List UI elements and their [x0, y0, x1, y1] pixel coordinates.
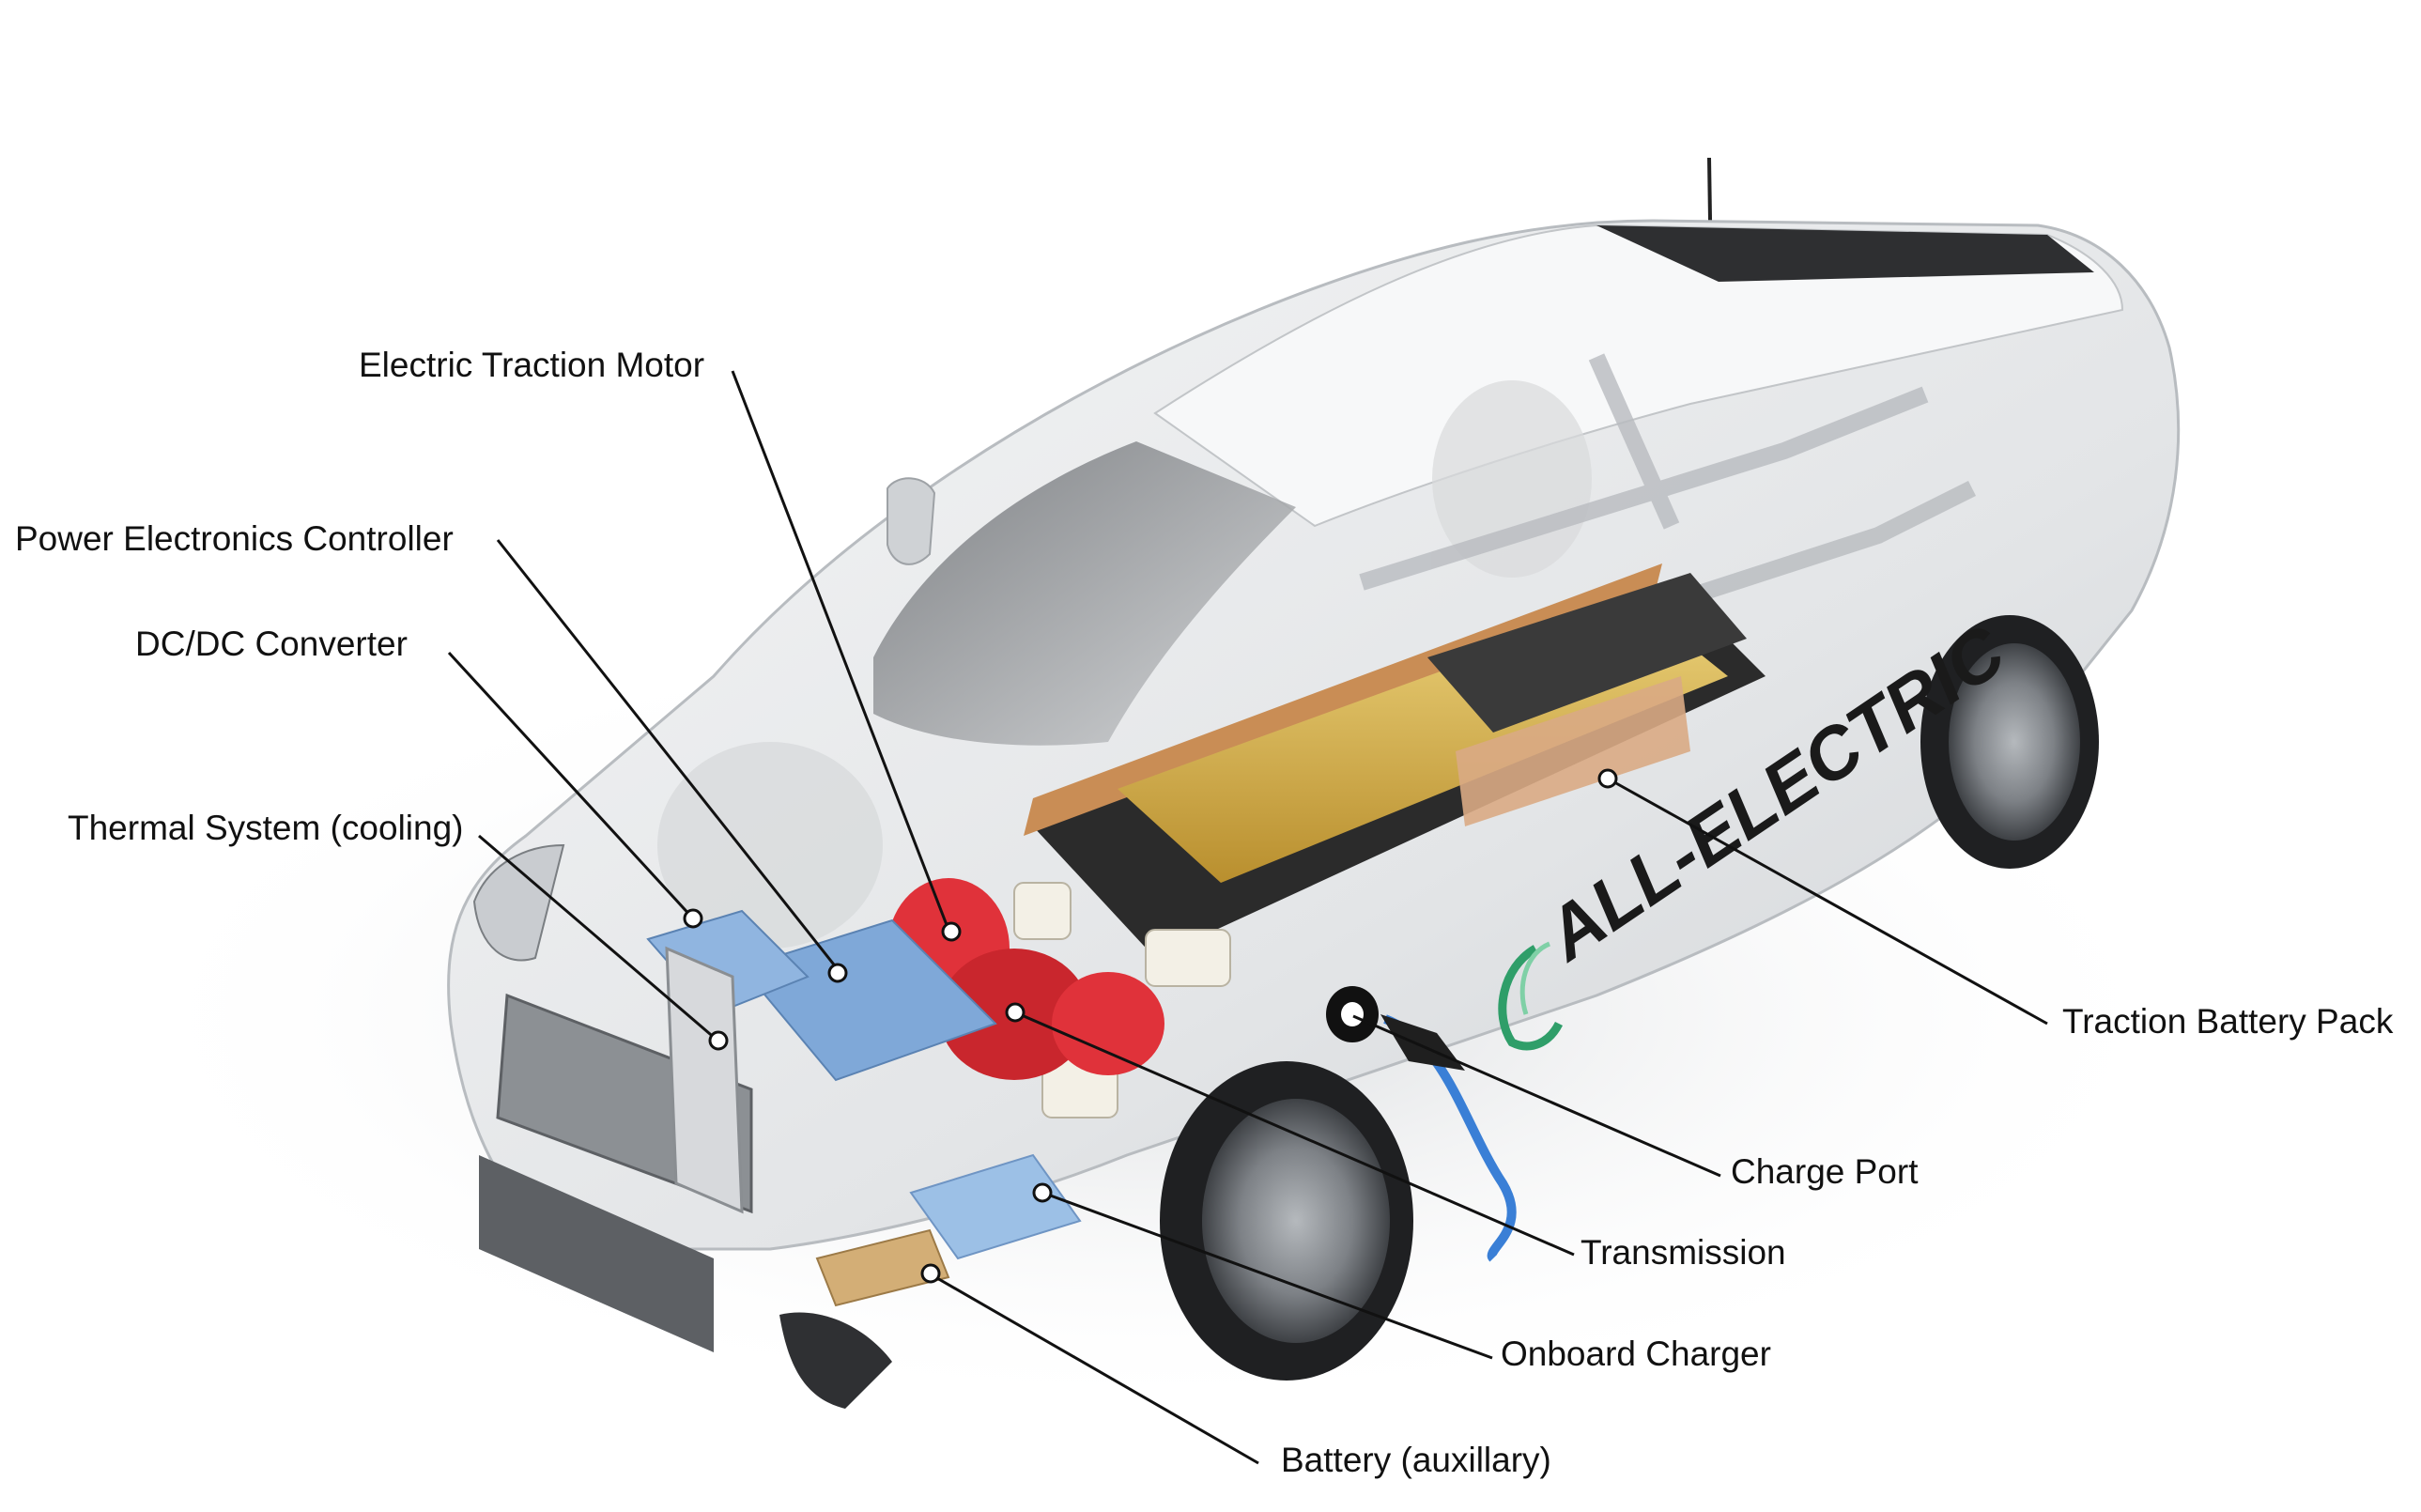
label-battery-auxillary: Battery (auxillary): [1281, 1441, 1551, 1479]
label-dcdc-converter: DC/DC Converter: [135, 625, 408, 663]
label-thermal-system: Thermal System (cooling): [68, 809, 464, 847]
onboard-charger: [909, 1153, 1082, 1260]
label-traction-battery-pack: Traction Battery Pack: [2062, 1002, 2394, 1041]
dot-aux-battery: [920, 1263, 941, 1284]
label-transmission: Transmission: [1581, 1233, 1786, 1272]
aux-battery: [815, 1228, 950, 1307]
leader-thermal: [478, 834, 717, 1041]
leader-lines: [447, 370, 2048, 1465]
power-electronics-controller: [740, 918, 997, 1082]
windshield: [873, 441, 1296, 746]
headlight: [472, 843, 565, 962]
dot-onboard-charger: [1032, 1182, 1053, 1203]
label-electric-traction-motor: Electric Traction Motor: [359, 346, 705, 384]
side-mirror: [887, 477, 936, 565]
dot-dcdc: [683, 908, 703, 929]
dot-motor: [941, 921, 962, 942]
brand-logo: [1498, 941, 1564, 1051]
leader-motor: [731, 370, 950, 931]
roof-strip: [1596, 225, 2094, 282]
thermal-radiator: [665, 946, 744, 1214]
dot-battery-pack: [1597, 768, 1618, 789]
label-onboard-charger: Onboard Charger: [1501, 1335, 1771, 1373]
traction-battery-pack: [1024, 563, 1766, 958]
leader-dcdc: [447, 651, 695, 920]
leader-aux-battery: [930, 1273, 1259, 1465]
rear-wheel: [1920, 615, 2099, 869]
dot-pec: [827, 963, 848, 983]
dot-thermal: [708, 1030, 729, 1051]
charge-port: [1326, 986, 1379, 1042]
leader-battery-pack: [1607, 777, 2048, 1026]
leader-dots: [683, 768, 1618, 1284]
leader-pec: [496, 539, 842, 974]
leader-onboard-charger: [1044, 1192, 1493, 1360]
front-wheel: [1160, 1061, 1413, 1381]
leader-charge-port: [1352, 1014, 1721, 1178]
label-charge-port: Charge Port: [1731, 1152, 1919, 1191]
leader-transmission: [1014, 1011, 1575, 1257]
far-front-wheel: [657, 742, 883, 949]
coolant-reservoirs: [1013, 882, 1231, 1119]
dot-transmission: [1005, 1002, 1025, 1023]
label-power-electronics-controller: Power Electronics Controller: [15, 519, 454, 558]
